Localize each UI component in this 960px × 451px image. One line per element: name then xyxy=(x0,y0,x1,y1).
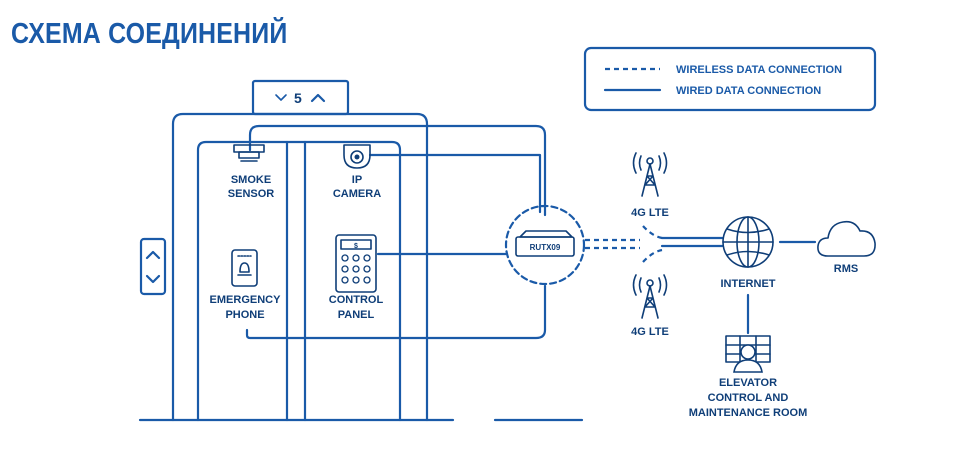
router: RUTX09 xyxy=(504,204,586,286)
room-label-3: MAINTENANCE ROOM xyxy=(689,407,808,419)
chevron-down-icon xyxy=(275,94,287,101)
control-panel-label-1: CONTROL xyxy=(329,294,384,306)
page-title: СХЕМА СОЕДИНЕНИЙ xyxy=(11,18,288,50)
internet: INTERNET xyxy=(721,216,776,290)
smoke-sensor-label-2: SENSOR xyxy=(228,188,275,200)
legend-wireless-label: WIRELESS DATA CONNECTION xyxy=(676,64,842,76)
shaft-frame xyxy=(171,112,429,422)
wire-bottom-loop xyxy=(245,284,547,340)
cell-tower-icon xyxy=(632,152,668,197)
wire-top-loop xyxy=(248,124,547,217)
lte-tower-top: 4G LTE xyxy=(631,152,669,219)
smoke-sensor-label-1: SMOKE xyxy=(231,174,271,186)
legend-wired-label: WIRED DATA CONNECTION xyxy=(676,85,821,97)
wireless-arc-top xyxy=(642,225,663,240)
router-model: RUTX09 xyxy=(530,243,561,252)
elevator-shaft xyxy=(138,112,584,422)
emergency-phone: EMERGENCY PHONE xyxy=(210,249,282,321)
router-circle xyxy=(504,204,586,286)
smoke-sensor: SMOKE SENSOR xyxy=(228,144,275,200)
legend: WIRELESS DATA CONNECTION WIRED DATA CONN… xyxy=(583,46,877,112)
phone-icon xyxy=(231,249,258,287)
lte-bottom-label: 4G LTE xyxy=(631,326,669,338)
control-room: ELEVATOR CONTROL AND MAINTENANCE ROOM xyxy=(689,335,808,419)
floor-number: 5 xyxy=(294,90,302,106)
call-down-icon xyxy=(145,274,161,284)
rms-label: RMS xyxy=(834,263,858,275)
keypad-icon: $ xyxy=(335,234,377,293)
emergency-phone-label-1: EMERGENCY xyxy=(210,294,282,306)
chevron-up-icon xyxy=(310,93,326,103)
ip-camera-label-1: IP xyxy=(352,174,362,186)
wireless-arc-bottom xyxy=(642,248,663,263)
call-up-icon xyxy=(145,250,161,260)
room-label-1: ELEVATOR xyxy=(719,377,777,389)
rms: RMS xyxy=(817,220,876,275)
floor-indicator-box xyxy=(251,79,350,116)
internet-label: INTERNET xyxy=(721,278,776,290)
keypad-screen-text: $ xyxy=(354,243,358,250)
globe-icon xyxy=(722,216,774,268)
cell-tower-icon xyxy=(632,274,668,319)
wire-camera xyxy=(368,153,542,214)
control-panel: $ CONTROL PANEL xyxy=(329,234,384,321)
elevator-door xyxy=(196,140,402,422)
operator-icon xyxy=(725,335,771,373)
cloud-icon xyxy=(817,220,876,257)
router-icon: RUTX09 xyxy=(515,230,575,257)
lte-top-label: 4G LTE xyxy=(631,207,669,219)
smoke-sensor-icon xyxy=(233,144,265,162)
ip-camera: IP CAMERA xyxy=(333,144,381,200)
floor-indicator: 5 xyxy=(251,79,350,116)
control-panel-label-2: PANEL xyxy=(338,309,375,321)
ip-camera-label-2: CAMERA xyxy=(333,188,381,200)
legend-box xyxy=(583,46,877,112)
call-button-panel xyxy=(139,237,167,296)
call-buttons xyxy=(139,237,167,296)
lte-tower-bottom: 4G LTE xyxy=(631,274,669,338)
camera-icon xyxy=(343,144,371,169)
room-label-2: CONTROL AND xyxy=(708,392,789,404)
emergency-phone-label-2: PHONE xyxy=(225,309,264,321)
